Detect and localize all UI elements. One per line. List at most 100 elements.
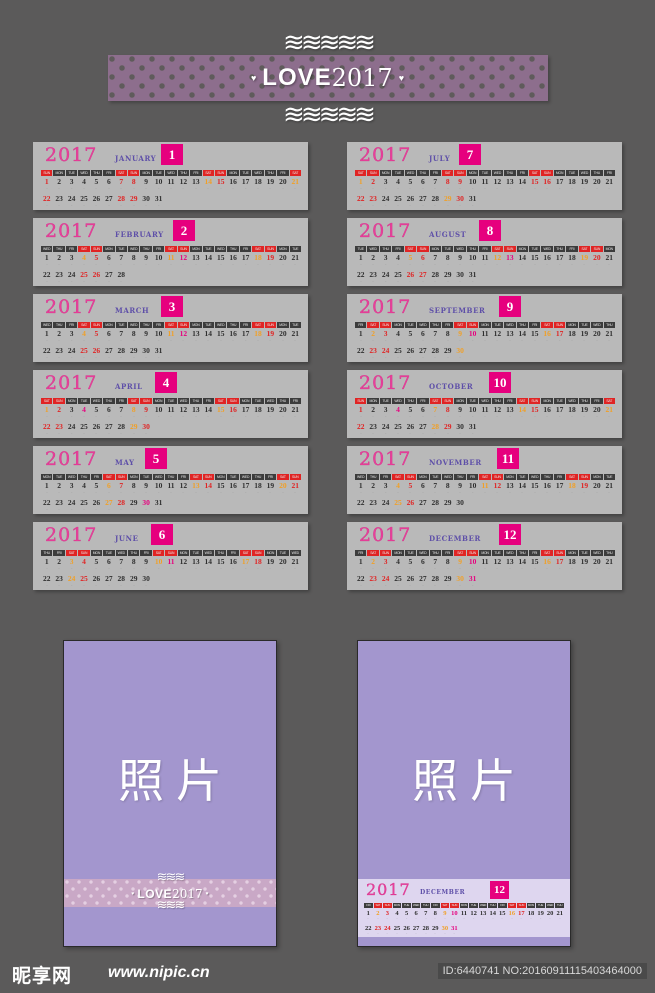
date-cell[interactable]: 28·· [116,499,127,514]
date-cell[interactable]: 14·· [517,330,528,345]
date-cell[interactable]: 8·· [128,330,139,345]
date-cell[interactable]: 14·· [517,254,528,269]
date-cell[interactable] [555,925,564,938]
date-cell[interactable] [277,347,288,362]
date-cell[interactable] [541,347,552,362]
date-cell[interactable]: 2·· [367,558,378,573]
date-cell[interactable]: 9·· [140,178,151,193]
date-cell[interactable]: 17·· [240,178,251,193]
date-cell[interactable]: 27·· [103,499,114,514]
date-cell[interactable] [215,575,226,590]
date-cell[interactable] [165,499,176,514]
date-cell[interactable]: 24·· [66,271,77,286]
date-cell[interactable]: 11·· [165,330,176,345]
date-cell[interactable] [215,499,226,514]
date-cell[interactable]: 27·· [103,423,114,438]
date-cell[interactable]: 22·· [355,195,366,210]
date-cell[interactable]: 27·· [417,347,428,362]
date-cell[interactable]: 12·· [178,178,189,193]
date-cell[interactable]: 16·· [227,558,238,573]
date-cell[interactable]: 27·· [103,347,114,362]
date-cell[interactable]: 11·· [479,330,490,345]
date-cell[interactable] [265,271,276,286]
date-cell[interactable]: 28·· [430,347,441,362]
date-cell[interactable]: 7·· [116,330,127,345]
date-cell[interactable] [128,271,139,286]
date-cell[interactable]: 30·· [454,575,465,590]
date-cell[interactable]: 15·· [529,330,540,345]
date-cell[interactable]: 22·· [355,499,366,514]
date-cell[interactable] [290,195,301,210]
date-cell[interactable]: 12·· [178,406,189,421]
date-cell[interactable] [492,499,503,514]
date-cell[interactable]: 1·· [355,178,366,193]
date-cell[interactable]: 7·· [116,178,127,193]
date-cell[interactable]: 8·· [442,406,453,421]
date-cell[interactable]: 3·· [380,178,391,193]
date-cell[interactable]: 11·· [165,482,176,497]
date-cell[interactable]: 6·· [417,482,428,497]
date-cell[interactable] [517,271,528,286]
date-cell[interactable]: 5·· [405,178,416,193]
date-cell[interactable]: 30·· [140,347,151,362]
date-cell[interactable] [265,195,276,210]
date-cell[interactable] [541,271,552,286]
date-cell[interactable]: 30·· [140,423,151,438]
date-cell[interactable]: 2·· [53,558,64,573]
date-cell[interactable]: 15·· [498,910,507,923]
date-cell[interactable]: 13·· [504,482,515,497]
date-cell[interactable] [591,575,602,590]
date-cell[interactable]: 29·· [128,423,139,438]
date-cell[interactable]: 20·· [591,330,602,345]
date-cell[interactable]: 3·· [66,406,77,421]
date-cell[interactable]: 6·· [103,482,114,497]
date-cell[interactable] [591,195,602,210]
date-cell[interactable] [517,925,526,938]
date-cell[interactable]: 1·· [355,558,366,573]
date-cell[interactable]: 18·· [566,178,577,193]
date-cell[interactable]: 12·· [492,330,503,345]
date-cell[interactable]: 17·· [240,254,251,269]
date-cell[interactable]: 29·· [442,575,453,590]
date-cell[interactable] [554,423,565,438]
date-cell[interactable]: 30·· [441,925,450,938]
date-cell[interactable]: 22·· [355,423,366,438]
date-cell[interactable]: 18·· [252,254,263,269]
date-cell[interactable]: 31·· [467,195,478,210]
date-cell[interactable]: 31·· [467,423,478,438]
date-cell[interactable]: 2·· [367,330,378,345]
date-cell[interactable]: 12·· [492,406,503,421]
date-cell[interactable]: 4·· [78,330,89,345]
date-cell[interactable]: 18·· [527,910,536,923]
date-cell[interactable]: 23·· [53,347,64,362]
date-cell[interactable]: 19·· [265,406,276,421]
date-cell[interactable] [240,423,251,438]
date-cell[interactable] [517,575,528,590]
date-cell[interactable]: 24·· [380,347,391,362]
date-cell[interactable]: 24·· [380,499,391,514]
date-cell[interactable] [566,347,577,362]
date-cell[interactable] [498,925,507,938]
date-cell[interactable]: 6·· [103,178,114,193]
date-cell[interactable]: 25·· [392,347,403,362]
date-cell[interactable]: 19·· [579,406,590,421]
date-cell[interactable]: 8·· [442,482,453,497]
date-cell[interactable]: 21·· [604,254,615,269]
date-cell[interactable]: 28·· [430,499,441,514]
date-cell[interactable]: 14·· [203,330,214,345]
date-cell[interactable]: 1·· [355,482,366,497]
date-cell[interactable]: 22·· [41,347,52,362]
date-cell[interactable]: 24·· [383,925,392,938]
date-cell[interactable]: 28·· [116,575,127,590]
date-cell[interactable]: 24·· [66,575,77,590]
date-cell[interactable]: 1·· [41,558,52,573]
date-cell[interactable] [504,347,515,362]
date-cell[interactable]: 28·· [116,347,127,362]
date-cell[interactable]: 28·· [116,195,127,210]
date-cell[interactable] [215,347,226,362]
date-cell[interactable] [277,423,288,438]
date-cell[interactable]: 17·· [554,178,565,193]
date-cell[interactable] [492,423,503,438]
